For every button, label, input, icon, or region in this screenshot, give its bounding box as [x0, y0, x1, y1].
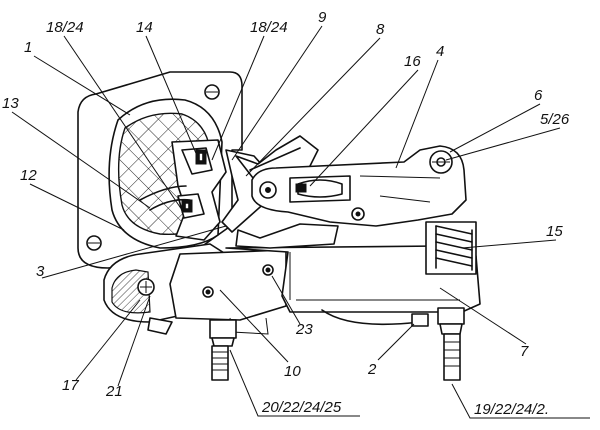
contact-assembly [139, 139, 227, 241]
spring-part-15 [425, 221, 477, 275]
callout-labels: 1 18/24 14 18/24 9 8 16 4 6 5/26 13 12 1… [2, 9, 570, 418]
callout-17: 17 [62, 377, 79, 394]
upper-lever-part-4 [251, 145, 467, 227]
callout-14: 14 [136, 19, 153, 36]
callout-6: 6 [534, 87, 543, 104]
callout-15: 15 [546, 223, 563, 240]
callout-5-26: 5/26 [540, 111, 570, 128]
callout-20-22-24-25: 20/22/24/25 [261, 399, 342, 416]
callout-12: 12 [20, 167, 37, 184]
callout-9: 9 [318, 9, 327, 26]
callout-23: 23 [295, 321, 313, 338]
callout-2: 2 [367, 361, 377, 378]
callout-13: 13 [2, 95, 19, 112]
callout-1: 1 [24, 39, 32, 56]
callout-3: 3 [36, 263, 45, 280]
callout-10: 10 [284, 363, 301, 380]
callout-8: 8 [376, 21, 385, 38]
callout-18-24-left: 18/24 [46, 19, 84, 36]
callout-18-24-right: 18/24 [250, 19, 288, 36]
callout-4: 4 [436, 43, 444, 60]
callout-7: 7 [520, 343, 529, 360]
bracket-part-10 [169, 249, 287, 381]
base-part-7 [225, 245, 481, 381]
callout-21: 21 [105, 383, 123, 400]
callout-16: 16 [404, 53, 421, 70]
callout-19-22-24-2: 19/22/24/2. [474, 401, 549, 418]
leader-lines [11, 25, 590, 419]
